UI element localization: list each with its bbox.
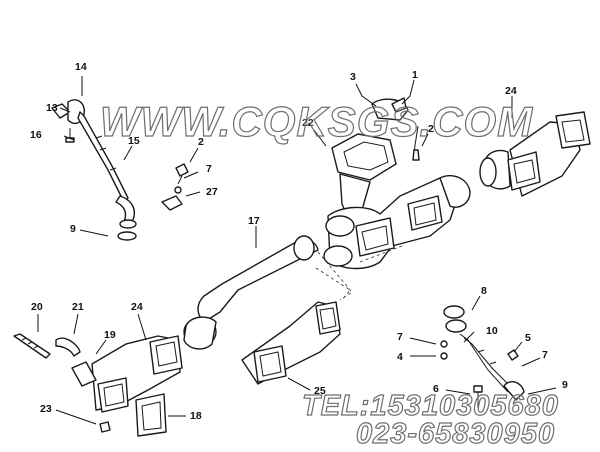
callout-18: 18: [190, 410, 202, 422]
flange-24-bottom: [91, 335, 183, 413]
seal-ring-9: [117, 231, 137, 241]
callout-9-right: 9: [562, 379, 568, 391]
flange-25: [241, 301, 341, 385]
callout-9-left: 9: [70, 223, 76, 235]
callout-6: 6: [433, 383, 439, 395]
callout-4: 4: [397, 351, 403, 363]
small-parts-left: [13, 333, 111, 433]
outlet-flange-24-top: [479, 111, 591, 197]
callout-10: 10: [486, 325, 498, 337]
guide-lines-mid: [317, 251, 353, 301]
callout-2-left: 2: [198, 136, 204, 148]
tube-assembly-right: [440, 305, 525, 408]
callout-7-right-a: 7: [397, 331, 403, 343]
callout-19: 19: [104, 329, 116, 341]
pipe-17: [183, 235, 319, 350]
manifold-center: [323, 97, 471, 270]
leader-lines: [37, 76, 557, 425]
callout-24-top: 24: [505, 85, 517, 97]
callout-13: 13: [46, 102, 58, 114]
callout-25: 25: [314, 385, 326, 397]
callout-24-bottom: 24: [131, 301, 143, 313]
gasket-18: [135, 393, 167, 437]
callout-16: 16: [30, 129, 42, 141]
callout-15: 15: [128, 135, 140, 147]
callout-1: 1: [412, 69, 418, 81]
callout-labels: 14 13 16 15 2 7 27 9 3 1 22 2 24 17 8 20…: [30, 61, 568, 422]
callout-21: 21: [72, 301, 84, 313]
callout-7-top: 7: [206, 163, 212, 175]
callout-23: 23: [40, 403, 52, 415]
watermark-tel: TEL:15310305680: [301, 389, 559, 422]
callout-22: 22: [302, 117, 314, 129]
callout-2-right: 2: [428, 123, 434, 135]
callout-20: 20: [31, 301, 43, 313]
watermark-phone: 023-65830950: [355, 417, 556, 450]
tube-assembly-left: [51, 99, 137, 229]
callout-14: 14: [75, 61, 87, 73]
callout-5: 5: [525, 332, 531, 344]
callout-17: 17: [248, 215, 260, 227]
callout-8: 8: [481, 285, 487, 297]
callout-7-right-b: 7: [542, 349, 548, 361]
callout-27: 27: [206, 186, 218, 198]
bolt-group-center: [161, 163, 189, 211]
watermark-site: WWW.CQKSGS.COM: [99, 97, 534, 145]
callout-3: 3: [350, 71, 356, 83]
